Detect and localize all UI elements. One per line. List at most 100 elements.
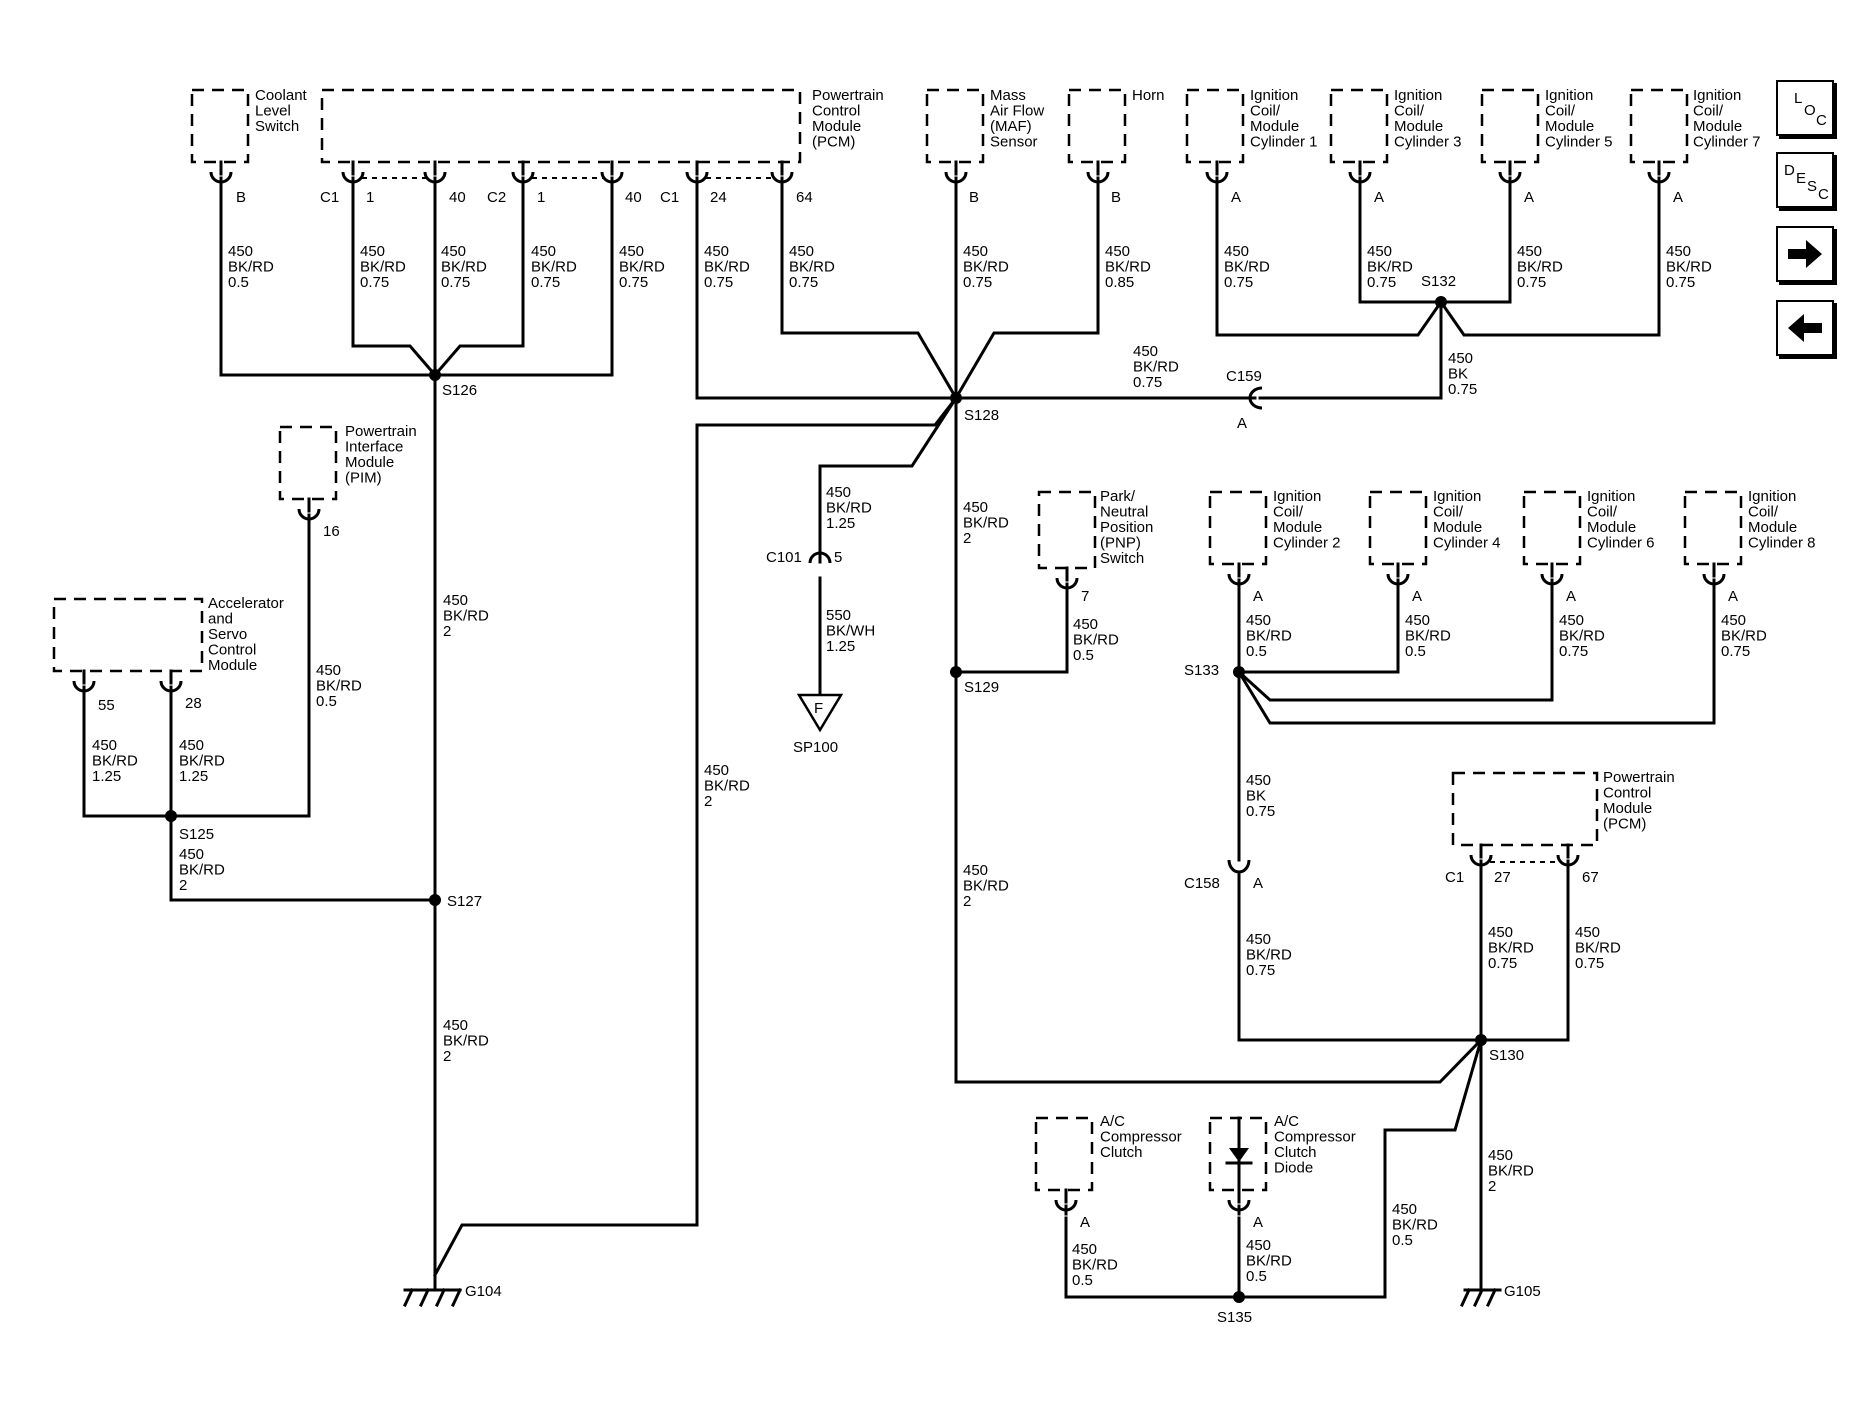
pin-label-coil2_a: A: [1253, 588, 1263, 605]
pcm-top-box[interactable]: [320, 88, 802, 164]
pin-label-pcm2_c1: C1: [1445, 869, 1464, 886]
s127-dot: [429, 894, 441, 906]
wire-coil7: [1438, 183, 1661, 337]
wire-s128-c101: [818, 395, 959, 564]
description-button[interactable]: D E S C: [1776, 152, 1834, 208]
ac-clutch-box[interactable]: [1034, 1116, 1094, 1192]
pin-cup-coil8: [1702, 562, 1726, 590]
pin-cup-pcm2-27: [1469, 843, 1493, 871]
connector-label-c158: C158: [1184, 875, 1220, 892]
pin-label-pcm_24: 24: [710, 189, 727, 206]
pin-label-coil6_a: A: [1566, 588, 1576, 605]
coil5-box[interactable]: [1480, 88, 1540, 164]
accel-servo-box[interactable]: [52, 597, 204, 673]
pin-label-coil3_a: A: [1374, 189, 1384, 206]
pin-cup-ac-clutch: [1054, 1188, 1078, 1216]
coil6-box[interactable]: [1522, 490, 1582, 566]
pin-cup-ac-diode: [1227, 1188, 1251, 1216]
pin-cup-accel-28: [159, 669, 183, 697]
pin-cup-pcm2-67: [1556, 843, 1580, 871]
pin-label-accel_55: 55: [98, 697, 115, 714]
wire-coolant: [219, 183, 437, 377]
location-button[interactable]: L O C: [1776, 80, 1834, 136]
maf-sensor-box[interactable]: [925, 88, 985, 164]
previous-page-button[interactable]: [1776, 300, 1834, 356]
arrow-left-icon: [1788, 314, 1822, 342]
splice-label-s129: S129: [964, 679, 999, 696]
splice-label-s133: S133: [1184, 662, 1219, 679]
pin-label-pcm_1a: 1: [366, 189, 374, 206]
splice-label-s130: S130: [1489, 1047, 1524, 1064]
coil7-box[interactable]: [1629, 88, 1689, 164]
pin-cup-coil4: [1386, 562, 1410, 590]
wire-pcm-40b: [433, 183, 614, 377]
connector-label-c101: C101: [766, 549, 802, 566]
component-label-horn: Horn: [1132, 87, 1165, 104]
horn-box[interactable]: [1067, 88, 1127, 164]
pin-label-pcm_64: 64: [796, 189, 813, 206]
pnp-switch-box[interactable]: [1037, 490, 1097, 570]
ground-g104-icon: [403, 1288, 462, 1307]
desc-letter-c: C: [1818, 186, 1829, 203]
wire-ac-clutch: [1064, 1216, 1387, 1299]
pcm-lower-box[interactable]: [1451, 771, 1599, 847]
coil2-box[interactable]: [1208, 490, 1268, 566]
splice-dots: [165, 296, 1487, 1303]
pin-label-coolant_b: B: [236, 189, 246, 206]
pin-cup-coil2: [1227, 562, 1251, 590]
s126-dot: [429, 369, 441, 381]
coil3-box[interactable]: [1329, 88, 1389, 164]
pin-cup-coil7: [1647, 160, 1671, 188]
splice-label-s125: S125: [179, 826, 214, 843]
pin-label-coil1_a: A: [1231, 189, 1241, 206]
connector-label-c159: C159: [1226, 368, 1262, 385]
next-page-button[interactable]: [1776, 226, 1834, 282]
pin-cup-pcm-c2-1: [511, 160, 535, 188]
coil1-box[interactable]: [1185, 88, 1245, 164]
pin-cup-coil3: [1348, 160, 1372, 188]
wire-coil6: [1236, 588, 1554, 702]
s133-dot: [1233, 666, 1245, 678]
wire-s129-s130: [954, 670, 1484, 1084]
pin-range-bars: [362, 177, 1561, 863]
arrow-right-icon: [1788, 240, 1822, 268]
pin-label-c101_5: 5: [834, 549, 842, 566]
component-boxes: [52, 88, 1743, 1192]
coil4-box[interactable]: [1368, 490, 1428, 566]
pim-box[interactable]: [278, 425, 338, 501]
wire-coil3: [1358, 183, 1443, 304]
pin-label-acd_a: A: [1253, 1214, 1263, 1231]
sp100-reference-icon[interactable]: [796, 693, 844, 733]
ground-label-g104: G104: [465, 1283, 502, 1300]
pin-cup-maf: [944, 160, 968, 188]
coil8-box[interactable]: [1683, 490, 1743, 566]
coolant-level-switch-box[interactable]: [190, 88, 250, 164]
pin-label-pcm_c2: C2: [487, 189, 506, 206]
pin-label-pnp_7: 7: [1081, 588, 1089, 605]
